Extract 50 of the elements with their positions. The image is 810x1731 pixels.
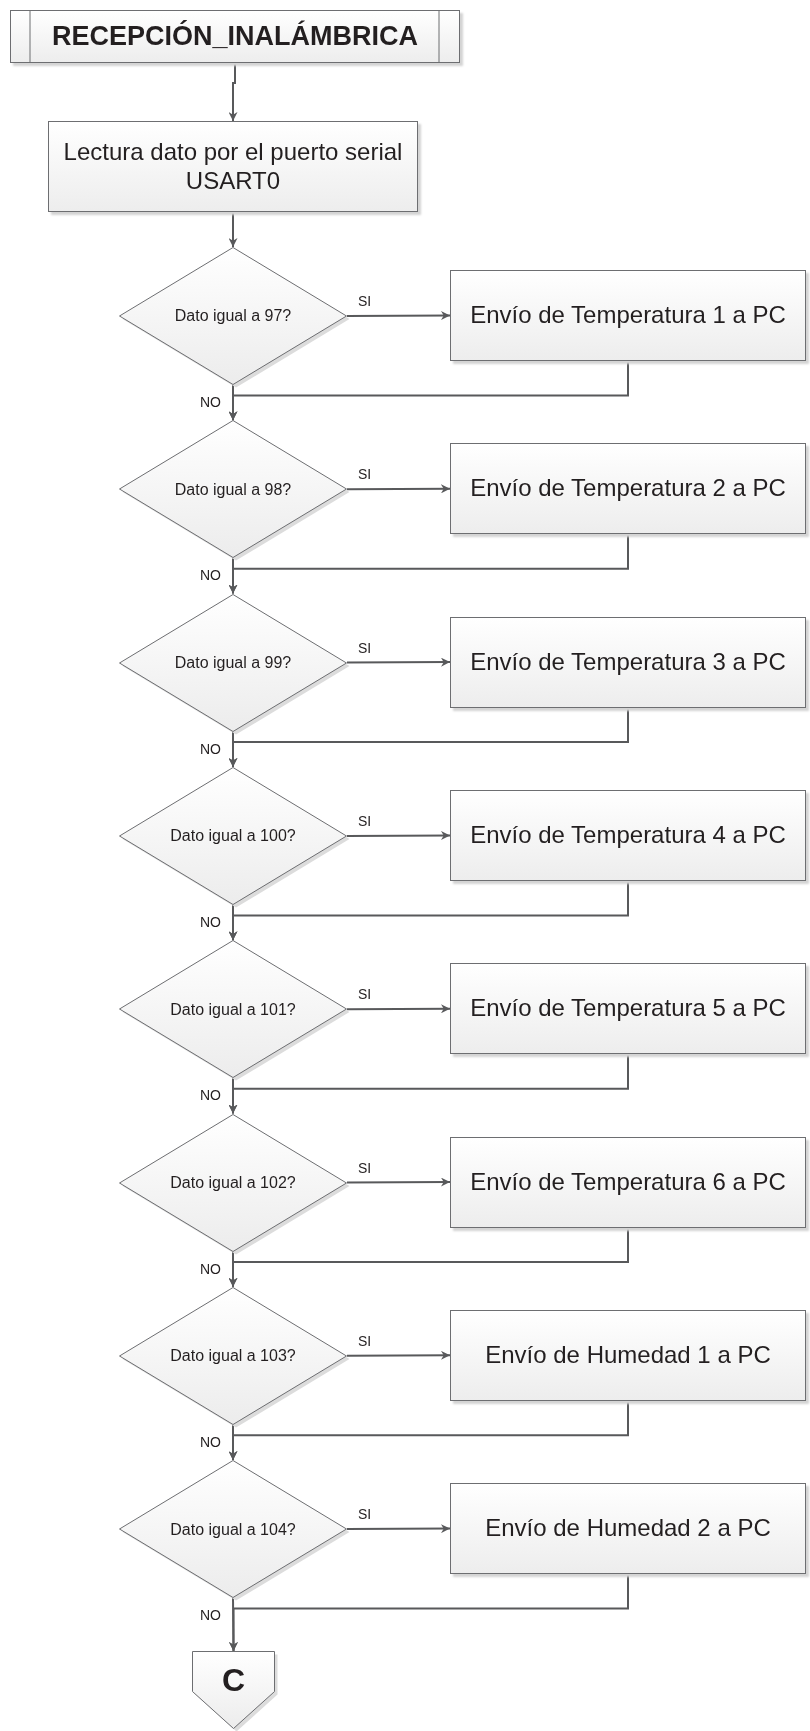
- arrow: [346, 657, 451, 667]
- decision-diamond: Dato igual a 98?: [119, 420, 347, 559]
- off-page-connector: C: [192, 1651, 275, 1729]
- edge-label: NO: [199, 1261, 222, 1276]
- arrow: [228, 1226, 629, 1288]
- arrow: [346, 311, 451, 321]
- process-box: Envío de Temperatura 4 a PC: [450, 789, 806, 881]
- process-box: Envío de Temperatura 5 a PC: [450, 963, 806, 1055]
- decision-diamond: Dato igual a 103?: [119, 1286, 347, 1425]
- arrow: [346, 830, 451, 840]
- edge-label: SI: [357, 294, 373, 308]
- process-box: Envío de Temperatura 6 a PC: [450, 1136, 806, 1228]
- edge-label: SI: [357, 1160, 373, 1175]
- arrow: [228, 533, 629, 595]
- subroutine-box: RECEPCIÓN_INALÁMBRICA: [10, 10, 460, 63]
- edge-label: SI: [357, 1507, 373, 1522]
- edge-label: NO: [199, 1088, 222, 1103]
- decision-diamond: Dato igual a 99?: [119, 593, 347, 732]
- edge-label: SI: [357, 467, 373, 482]
- arrow: [228, 706, 629, 768]
- edge-label: SI: [357, 640, 373, 655]
- edge-label: NO: [199, 1434, 222, 1449]
- decision-diamond: Dato igual a 102?: [119, 1113, 347, 1252]
- arrow: [346, 1004, 451, 1014]
- process-box: Envío de Humedad 1 a PC: [450, 1309, 806, 1401]
- arrow: [228, 211, 238, 248]
- edge-label: SI: [357, 987, 373, 1002]
- edge-label: NO: [199, 741, 222, 756]
- arrow: [346, 1524, 451, 1534]
- decision-diamond: Dato igual a 100?: [119, 766, 347, 905]
- decision-diamond: Dato igual a 101?: [119, 940, 347, 1079]
- arrow: [228, 62, 238, 122]
- process-box: Envío de Humedad 2 a PC: [450, 1483, 806, 1575]
- edge-label: NO: [199, 914, 222, 929]
- edge-label: SI: [357, 813, 373, 828]
- arrow: [346, 484, 451, 494]
- process-box: Envío de Temperatura 2 a PC: [450, 443, 806, 535]
- arrow: [346, 1350, 451, 1360]
- edge-label: SI: [357, 1333, 373, 1348]
- arrow: [229, 1573, 629, 1652]
- edge-label: NO: [199, 1608, 222, 1623]
- edge-label: NO: [199, 395, 222, 409]
- edge-label: NO: [199, 568, 222, 583]
- decision-diamond: Dato igual a 104?: [119, 1460, 347, 1599]
- process-box: Envío de Temperatura 1 a PC: [450, 270, 806, 361]
- process-box: Lectura dato por el puerto serial USART0: [48, 121, 418, 212]
- arrow: [228, 1053, 629, 1115]
- decision-diamond: Dato igual a 97?: [119, 247, 347, 385]
- process-box: Envío de Temperatura 3 a PC: [450, 616, 806, 708]
- arrow: [346, 1177, 451, 1187]
